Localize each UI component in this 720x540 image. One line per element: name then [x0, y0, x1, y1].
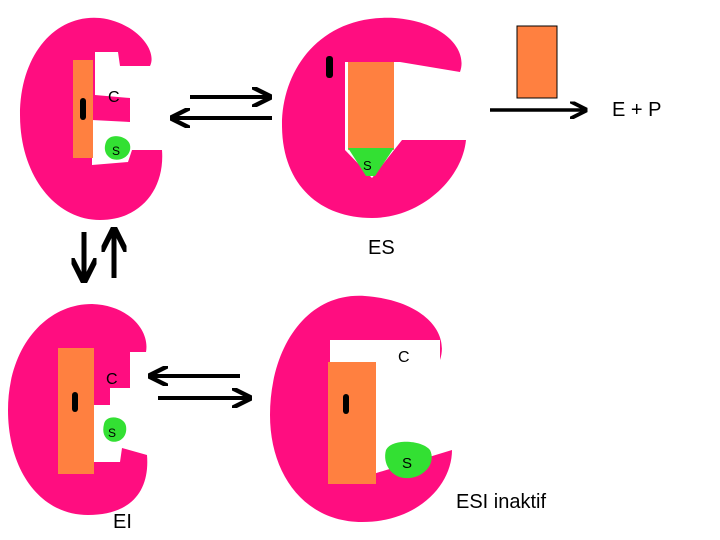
product-label: E + P [612, 99, 661, 121]
site-s-label: S [363, 158, 372, 173]
product-release: E + P [490, 25, 661, 121]
site-c-label: C [108, 89, 120, 106]
enzyme-e-top-left: C S [20, 17, 163, 221]
equilibrium-arrows-bottom [152, 376, 248, 398]
es-label: ES [368, 237, 395, 259]
ei-label: EI [113, 511, 132, 533]
substrate-wedge [348, 148, 394, 176]
substrate-blob [103, 417, 127, 442]
substrate-blob [385, 441, 432, 479]
inhibitor-block [328, 362, 376, 484]
substrate-blob [104, 136, 131, 160]
equilibrium-arrows-top [174, 97, 272, 118]
mark [80, 98, 86, 120]
enzyme-inhibitor-complex: C S EI [8, 304, 148, 533]
enzyme-substrate-complex: S ES [282, 17, 466, 259]
site-c-label: C [106, 371, 118, 388]
site-s-label: S [112, 144, 120, 158]
site-c-label: C [398, 349, 410, 366]
esi-label: ESI inaktif [456, 491, 546, 513]
enzyme-substrate-inhibitor-complex: C S ESI inaktif [270, 295, 546, 522]
inhibitor-block [348, 62, 394, 150]
released-inhibitor-block [516, 25, 558, 99]
mark [343, 394, 349, 414]
mark [72, 392, 78, 412]
mark [326, 56, 333, 78]
equilibrium-arrows-vertical [84, 232, 114, 278]
site-s-label: S [402, 455, 412, 472]
site-s-label: S [108, 426, 116, 440]
